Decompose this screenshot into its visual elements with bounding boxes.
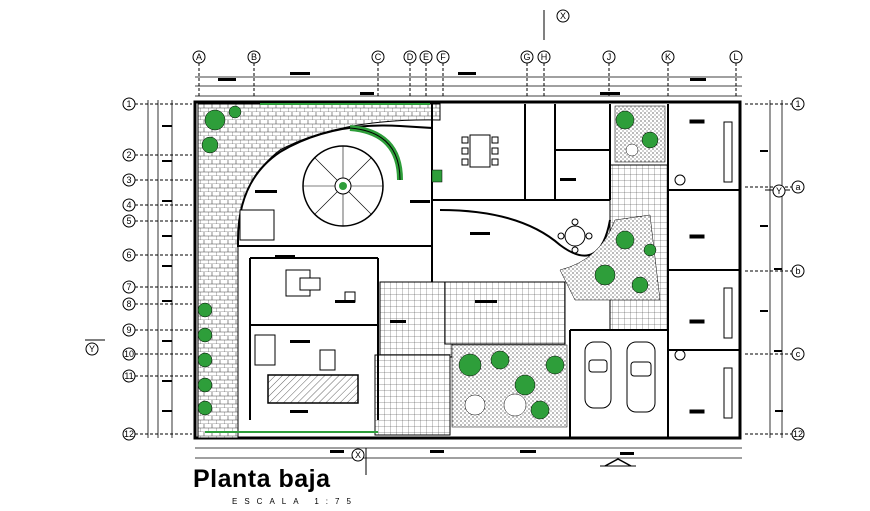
grid-row-4: 4	[122, 198, 192, 212]
svg-text:c: c	[796, 349, 801, 359]
svg-text:D: D	[407, 52, 414, 62]
grid-col-j: J	[602, 50, 616, 98]
svg-text:4: 4	[126, 200, 131, 210]
grid-row-7: 7	[122, 280, 192, 294]
grid-row-right-a: a	[745, 180, 805, 194]
svg-text:7: 7	[126, 282, 131, 292]
dining-table	[461, 134, 499, 168]
grid-col-c: C	[371, 50, 385, 98]
grid-row-right-1: 1	[745, 97, 805, 111]
section-mark-left: Y	[85, 339, 105, 356]
paved-walkway-south	[374, 354, 451, 436]
grid-column-markers: A B C D E F G H J K L	[192, 50, 743, 98]
svg-text:a: a	[795, 182, 800, 192]
paved-patio-center	[379, 281, 453, 358]
grid-row-right-c: c	[745, 347, 805, 361]
section-mark-bottom: X	[351, 448, 367, 475]
section-mark-top: X	[543, 9, 570, 40]
svg-text:9: 9	[126, 325, 131, 335]
svg-text:B: B	[251, 52, 257, 62]
svg-text:b: b	[795, 266, 800, 276]
svg-text:1: 1	[126, 99, 131, 109]
svg-text:Y: Y	[89, 344, 95, 354]
section-markers: X X Y Y	[85, 9, 790, 475]
east-wing-details	[674, 119, 733, 419]
svg-text:F: F	[440, 52, 446, 62]
grid-row-5: 5	[122, 214, 192, 228]
svg-text:H: H	[541, 52, 548, 62]
grid-row-3: 3	[122, 173, 192, 187]
svg-text:2: 2	[126, 150, 131, 160]
dimension-lines	[147, 76, 783, 459]
grid-col-e: E	[419, 50, 433, 98]
hatched-counter	[267, 374, 359, 404]
svg-text:12: 12	[124, 429, 134, 439]
svg-text:3: 3	[126, 175, 131, 185]
grid-row-11: 11	[122, 369, 192, 383]
grid-row-10: 10	[122, 347, 192, 361]
grid-row-markers-right: 1 a b c 12	[745, 97, 805, 441]
room-label-blocks	[255, 178, 576, 413]
grid-row-markers: 1 2 3 4 5 6 7 8 9 10 11 12	[122, 97, 192, 441]
grid-col-g: G	[520, 50, 534, 98]
grid-col-d: D	[403, 50, 417, 98]
svg-text:5: 5	[126, 216, 131, 226]
svg-text:1: 1	[795, 99, 800, 109]
svg-text:6: 6	[126, 250, 131, 260]
svg-text:10: 10	[124, 349, 134, 359]
grid-col-b: B	[247, 50, 261, 98]
svg-text:X: X	[560, 11, 566, 21]
grid-col-l: L	[729, 50, 743, 98]
svg-text:G: G	[523, 52, 530, 62]
grid-row-6: 6	[122, 248, 192, 262]
svg-text:L: L	[733, 52, 738, 62]
svg-text:8: 8	[126, 299, 131, 309]
grid-row-right-b: b	[745, 264, 805, 278]
dimension-text-blocks	[162, 72, 783, 455]
garden-vegetation	[197, 105, 666, 428]
grid-col-h: H	[537, 50, 551, 98]
svg-text:X: X	[355, 450, 361, 460]
grid-row-1: 1	[122, 97, 192, 111]
spiral-staircase	[302, 145, 384, 227]
svg-text:11: 11	[124, 371, 133, 381]
garage-cars	[584, 341, 656, 413]
tiled-courtyard	[444, 281, 566, 345]
interior-walls	[249, 104, 740, 438]
grid-col-k: K	[661, 50, 675, 98]
grid-row-9: 9	[122, 323, 192, 337]
grid-row-right-12: 12	[745, 427, 805, 441]
grid-col-a: A	[192, 50, 206, 98]
section-mark-right: Y	[765, 184, 790, 198]
grid-row-12: 12	[122, 427, 192, 441]
grid-row-8: 8	[122, 297, 192, 311]
grid-col-f: F	[436, 50, 450, 98]
drawing-scale: ESCALA 1:75	[232, 497, 358, 506]
svg-text:E: E	[423, 52, 429, 62]
living-sofas	[239, 209, 356, 371]
svg-text:A: A	[196, 52, 202, 62]
entry-arrow-icon	[604, 458, 632, 467]
drawing-title: Planta baja	[193, 465, 331, 493]
svg-text:Y: Y	[776, 186, 782, 196]
svg-text:C: C	[375, 52, 382, 62]
svg-text:J: J	[607, 52, 612, 62]
round-table	[557, 218, 593, 254]
svg-text:K: K	[665, 52, 671, 62]
grid-row-2: 2	[122, 148, 192, 162]
svg-text:12: 12	[793, 429, 803, 439]
